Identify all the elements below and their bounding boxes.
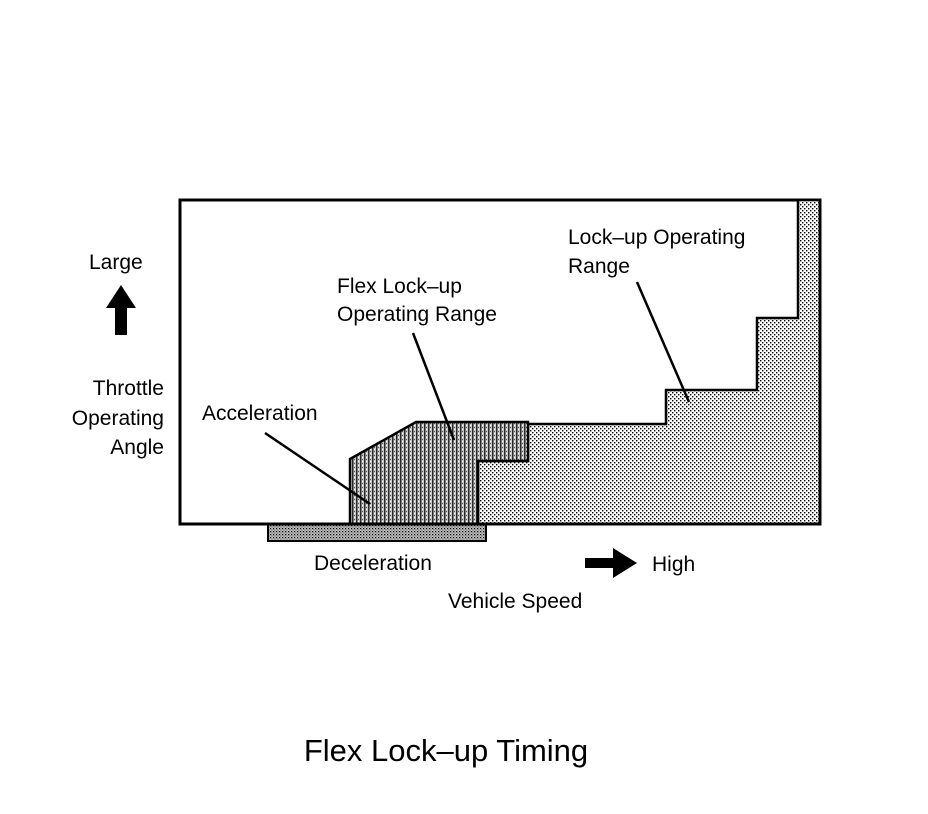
lockup-label-line2: Range: [568, 255, 630, 278]
x-axis-right-arrow-icon: [585, 548, 637, 578]
y-axis-label-line2: Operating: [72, 407, 164, 430]
x-axis-label: Vehicle Speed: [448, 590, 582, 613]
y-axis-high-label: Large: [89, 251, 143, 274]
y-axis-label-line3: Angle: [110, 436, 164, 459]
flex-lockup-operating-region: [348, 420, 530, 526]
y-axis-label-line1: Throttle: [93, 377, 164, 400]
deceleration-label: Deceleration: [314, 552, 432, 575]
diagram-title: Flex Lock–up Timing: [304, 733, 588, 768]
flex-label-line2: Operating Range: [337, 303, 497, 326]
deceleration-region: [267, 523, 487, 542]
lockup-leader-line: [635, 281, 691, 403]
flex-label-line1: Flex Lock–up: [337, 275, 462, 298]
acceleration-label: Acceleration: [202, 402, 318, 425]
flex-leader-line: [411, 332, 456, 441]
y-axis-up-arrow-icon: [106, 285, 136, 335]
acceleration-leader-line: [264, 431, 371, 506]
x-axis-high-label: High: [652, 553, 695, 576]
lockup-label-line1: Lock–up Operating: [568, 226, 745, 249]
